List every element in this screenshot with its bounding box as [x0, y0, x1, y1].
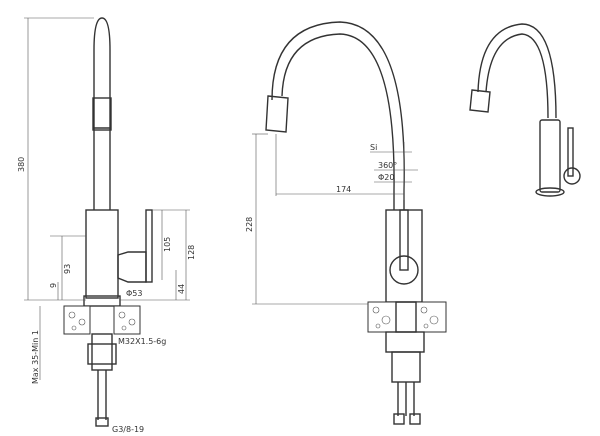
side-view: 380 105 128 93 9 Φ53 44 M32X1.5-6g Max 3…	[17, 17, 196, 434]
thread-label: M32X1.5-6g	[118, 337, 166, 346]
dim-handle-offset: 9	[49, 283, 58, 288]
front-handle-cap	[389, 255, 419, 285]
front-view: Si 360° Φ20 174 228	[245, 21, 447, 425]
dim-total-height: 380	[17, 157, 26, 172]
side-spout	[93, 17, 111, 210]
spout-diameter-label: Φ20	[378, 173, 394, 182]
dim-body-diameter: Φ53	[126, 289, 142, 298]
front-spout-head	[265, 95, 289, 133]
side-handle-cartridge	[117, 251, 147, 283]
dim-base-height: 93	[63, 264, 72, 274]
side-shank	[91, 333, 113, 371]
rotation-si-label: Si	[370, 143, 377, 152]
spout-reach-label: 174	[336, 185, 351, 194]
side-deck-right	[113, 305, 141, 335]
dim-body-full: 128	[187, 245, 196, 260]
perspective-handle-cap	[563, 167, 581, 185]
perspective-body	[539, 119, 561, 193]
perspective-spout	[477, 23, 557, 119]
side-spout-head	[92, 97, 112, 131]
side-hose-nut	[95, 417, 109, 427]
dim-body-upper: 105	[163, 237, 172, 252]
perspective-lever	[567, 127, 574, 177]
perspective-base	[535, 187, 565, 197]
side-body	[85, 209, 119, 299]
perspective-view	[469, 23, 581, 197]
hose-thread-label: G3/8-19	[112, 425, 144, 434]
front-lever	[399, 209, 409, 271]
front-deck-left	[367, 301, 397, 333]
front-shank	[385, 331, 425, 353]
perspective-spout-head	[469, 89, 491, 113]
side-base	[83, 295, 121, 307]
side-handle-lever	[145, 209, 153, 283]
side-deck-left	[63, 305, 91, 335]
rotation-angle-label: 360°	[378, 161, 397, 170]
deck-thickness-label: Max 35-Min 1	[31, 330, 40, 384]
spout-height-label: 228	[245, 217, 254, 232]
front-spout	[271, 21, 405, 210]
dim-lower: 44	[177, 284, 186, 294]
